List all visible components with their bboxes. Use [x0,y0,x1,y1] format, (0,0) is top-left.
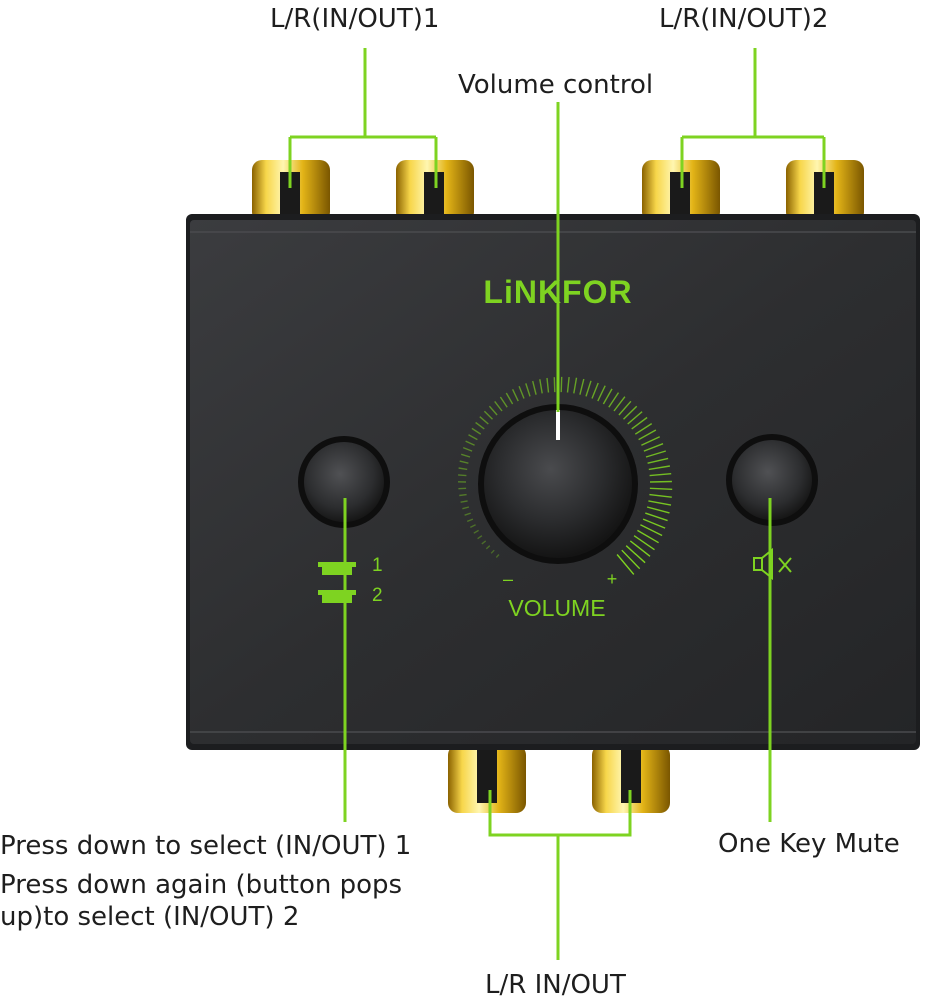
select-label-2: 2 [372,585,383,606]
callout-bottom-ports: L/R IN/OUT [485,968,626,1002]
volume-minus-label: – [503,569,513,589]
callout-mute: One Key Mute [718,827,900,861]
volume-knob[interactable] [478,404,638,564]
select-label-1: 1 [372,555,383,576]
callout-top-right-ports: L/R(IN/OUT)2 [659,2,828,36]
volume-tick [458,475,466,476]
top-left-ports [252,160,474,222]
volume-tick [561,377,562,392]
bottom-ports [448,745,670,813]
volume-tick [459,495,466,496]
volume-label: VOLUME [508,595,605,621]
volume-plus-label: + [607,569,618,589]
volume-tick [554,377,555,392]
callout-top-left-ports: L/R(IN/OUT)1 [270,2,439,36]
callout-select-line-2b: up)to select (IN/OUT) 2 [0,900,299,934]
callout-select-line-2a: Press down again (button pops [0,868,402,902]
volume-tick [650,488,672,489]
volume-tick [650,482,672,483]
rca-jack-bottom-1 [448,745,526,813]
callout-select-line-1: Press down to select (IN/OUT) 1 [0,829,411,863]
mute-button[interactable] [726,434,818,526]
callout-volume-control: Volume control [458,68,653,102]
top-right-ports [642,160,864,222]
